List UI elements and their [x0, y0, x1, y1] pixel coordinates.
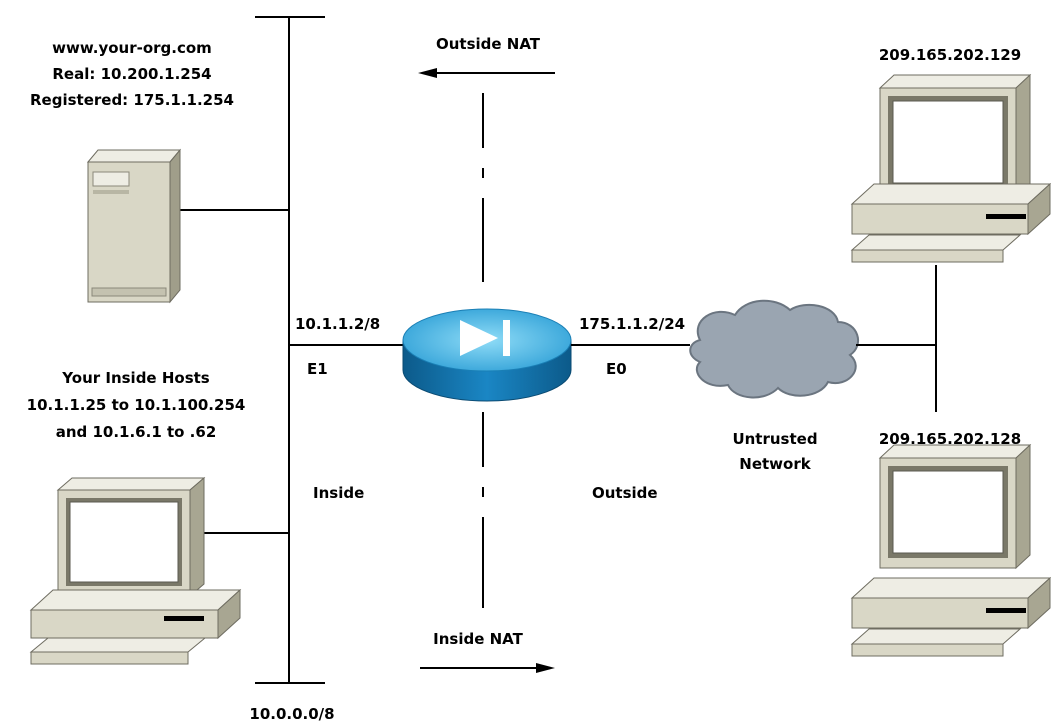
outside-nat-arrow	[418, 68, 555, 78]
remote-host-pc-top-icon	[850, 73, 1051, 263]
remote-host-bottom-ip: 209.165.202.128	[879, 430, 1021, 448]
inside-backbone	[180, 16, 403, 684]
remote-host-top-ip: 209.165.202.129	[879, 46, 1021, 64]
outside-nat-label: Outside NAT	[436, 35, 541, 53]
inside-hosts-range: 10.1.1.25 to 10.1.100.254	[27, 396, 246, 414]
router-bar-icon	[503, 320, 510, 356]
router-outside-interface: E0	[606, 360, 627, 378]
untrusted-cloud	[689, 299, 860, 399]
server-hostname: www.your-org.com	[52, 39, 212, 57]
router-arrow-icon	[460, 320, 498, 356]
inside-network-label: 10.0.0.0/8	[249, 705, 334, 723]
server-real-ip: Real: 10.200.1.254	[52, 65, 211, 83]
router-outside-ip: 175.1.1.2/24	[579, 315, 685, 333]
cloud-label-line1: Untrusted	[732, 430, 817, 448]
router	[402, 308, 572, 402]
router-inside-interface: E1	[307, 360, 328, 378]
server-registered-ip: Registered: 175.1.1.254	[30, 91, 234, 109]
server-icon	[86, 148, 182, 304]
inside-hosts-range-2: and 10.1.6.1 to .62	[56, 423, 217, 441]
inside-nat-label: Inside NAT	[433, 630, 523, 648]
router-inside-ip: 10.1.1.2/8	[295, 315, 380, 333]
inside-nat-arrow	[420, 663, 555, 673]
inside-host-pc-icon	[29, 476, 242, 665]
remote-host-pc-bottom-icon	[850, 443, 1051, 657]
outside-zone-label: Outside	[592, 484, 658, 502]
cloud-label-line2: Network	[739, 455, 811, 473]
inside-zone-label: Inside	[313, 484, 364, 502]
inside-hosts-title: Your Inside Hosts	[61, 369, 210, 387]
